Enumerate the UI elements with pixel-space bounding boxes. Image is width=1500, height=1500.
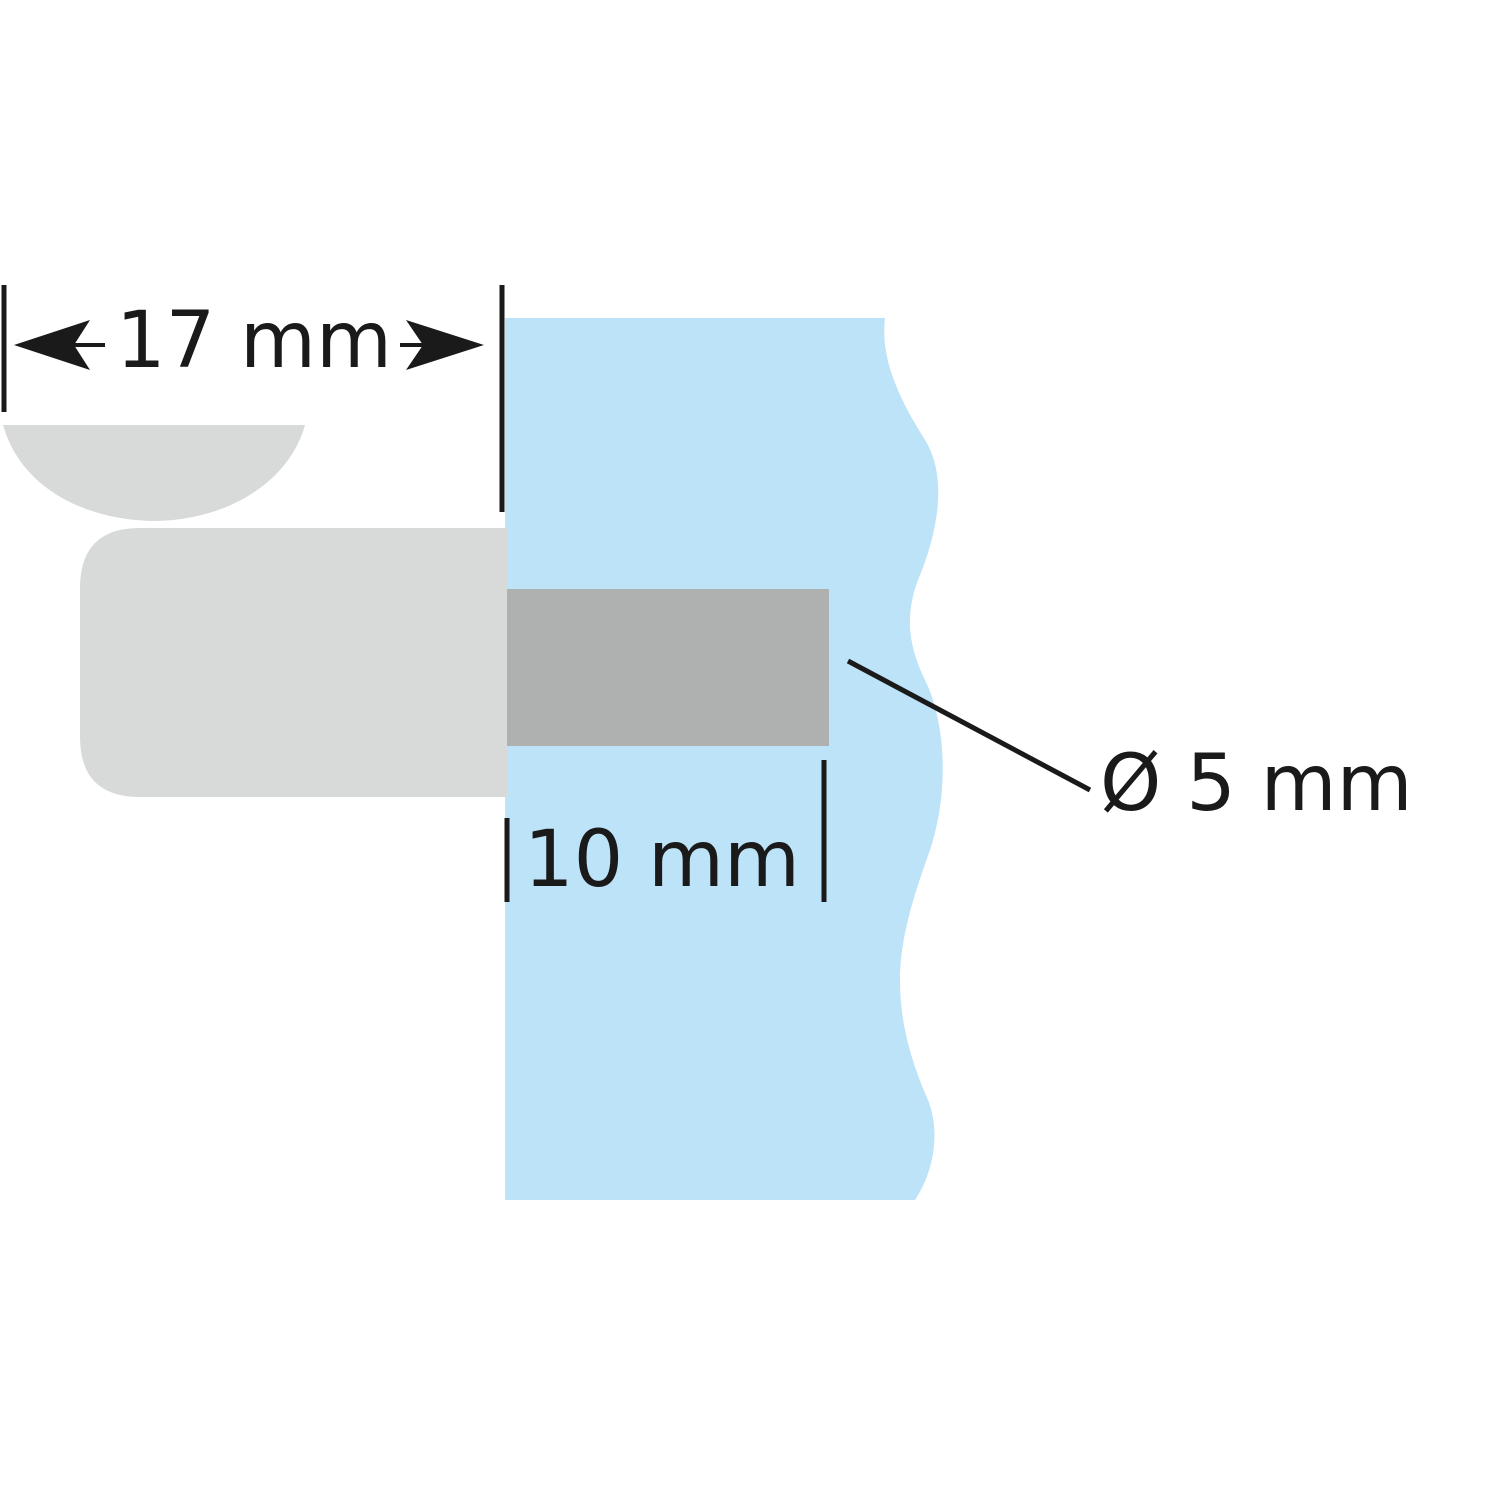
dimension-arrow-right-head xyxy=(406,320,484,370)
support-cap xyxy=(3,425,305,521)
dimension-arrow-left-head xyxy=(14,320,90,370)
dimension-label-diameter: Ø 5 mm xyxy=(1100,739,1413,829)
support-body xyxy=(80,528,507,797)
dimension-label-depth: 10 mm xyxy=(524,815,800,905)
diameter-leader-line xyxy=(846,658,1092,793)
dimension-label-overhang: 17 mm xyxy=(116,296,392,386)
pin xyxy=(507,589,829,746)
wall xyxy=(505,318,943,1200)
